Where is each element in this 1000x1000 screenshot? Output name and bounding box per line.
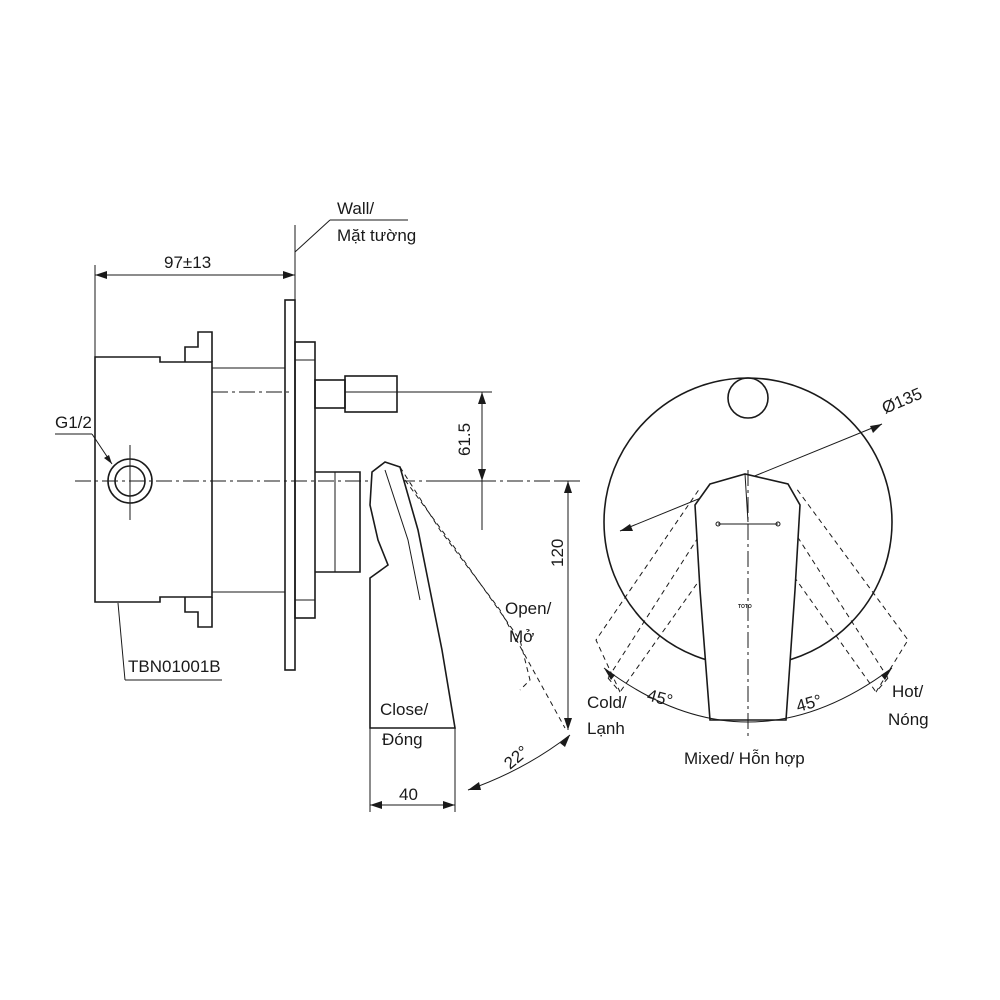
thread-label: G1/2 — [55, 413, 92, 432]
open-label: Open/ — [505, 599, 552, 618]
left-angle-label: 45° — [645, 686, 675, 711]
hot-label: Hot/ — [892, 682, 923, 701]
depth-dimension — [369, 728, 456, 812]
part-number-label: TBN01001B — [128, 657, 221, 676]
diameter-label: Ø135 — [879, 384, 925, 418]
lever-handle-open — [399, 466, 566, 729]
close-label-vn: Đóng — [382, 730, 423, 749]
handle-angle-label: 22° — [500, 742, 532, 773]
handle-hub — [315, 471, 361, 573]
mixed-label: Mixed/ Hỗn hợp — [684, 749, 805, 768]
right-angle-label: 45° — [794, 691, 824, 716]
cold-label-vn: Lạnh — [587, 719, 625, 738]
lever-handle — [369, 461, 456, 729]
wall-label: Wall/ — [337, 199, 374, 218]
handle-angle-arc — [467, 734, 571, 791]
height-dimension — [555, 480, 580, 730]
offset-dimension-label: 61.5 — [455, 423, 474, 456]
height-dimension-label: 120 — [548, 539, 567, 567]
width-dimension-label: 97±13 — [164, 253, 211, 272]
offset-dimension — [397, 391, 492, 530]
part-leader — [117, 602, 222, 681]
wall-plate — [284, 299, 316, 671]
front-handle — [694, 473, 801, 721]
rotation-arc — [603, 667, 893, 723]
close-label: Close/ — [380, 700, 428, 719]
cold-label: Cold/ — [587, 693, 627, 712]
upper-stem — [314, 375, 398, 413]
valve-body — [94, 331, 285, 628]
thread-port — [107, 445, 153, 520]
wall-leader — [294, 219, 408, 300]
width-dimension — [94, 265, 295, 357]
thread-leader — [55, 433, 113, 465]
hot-label-vn: Nóng — [888, 710, 929, 729]
brand-logo: TOTO — [738, 604, 752, 610]
open-label-vn: Mở — [509, 627, 534, 646]
depth-dimension-label: 40 — [399, 785, 418, 804]
wall-label-vn: Mặt tường — [337, 226, 416, 245]
